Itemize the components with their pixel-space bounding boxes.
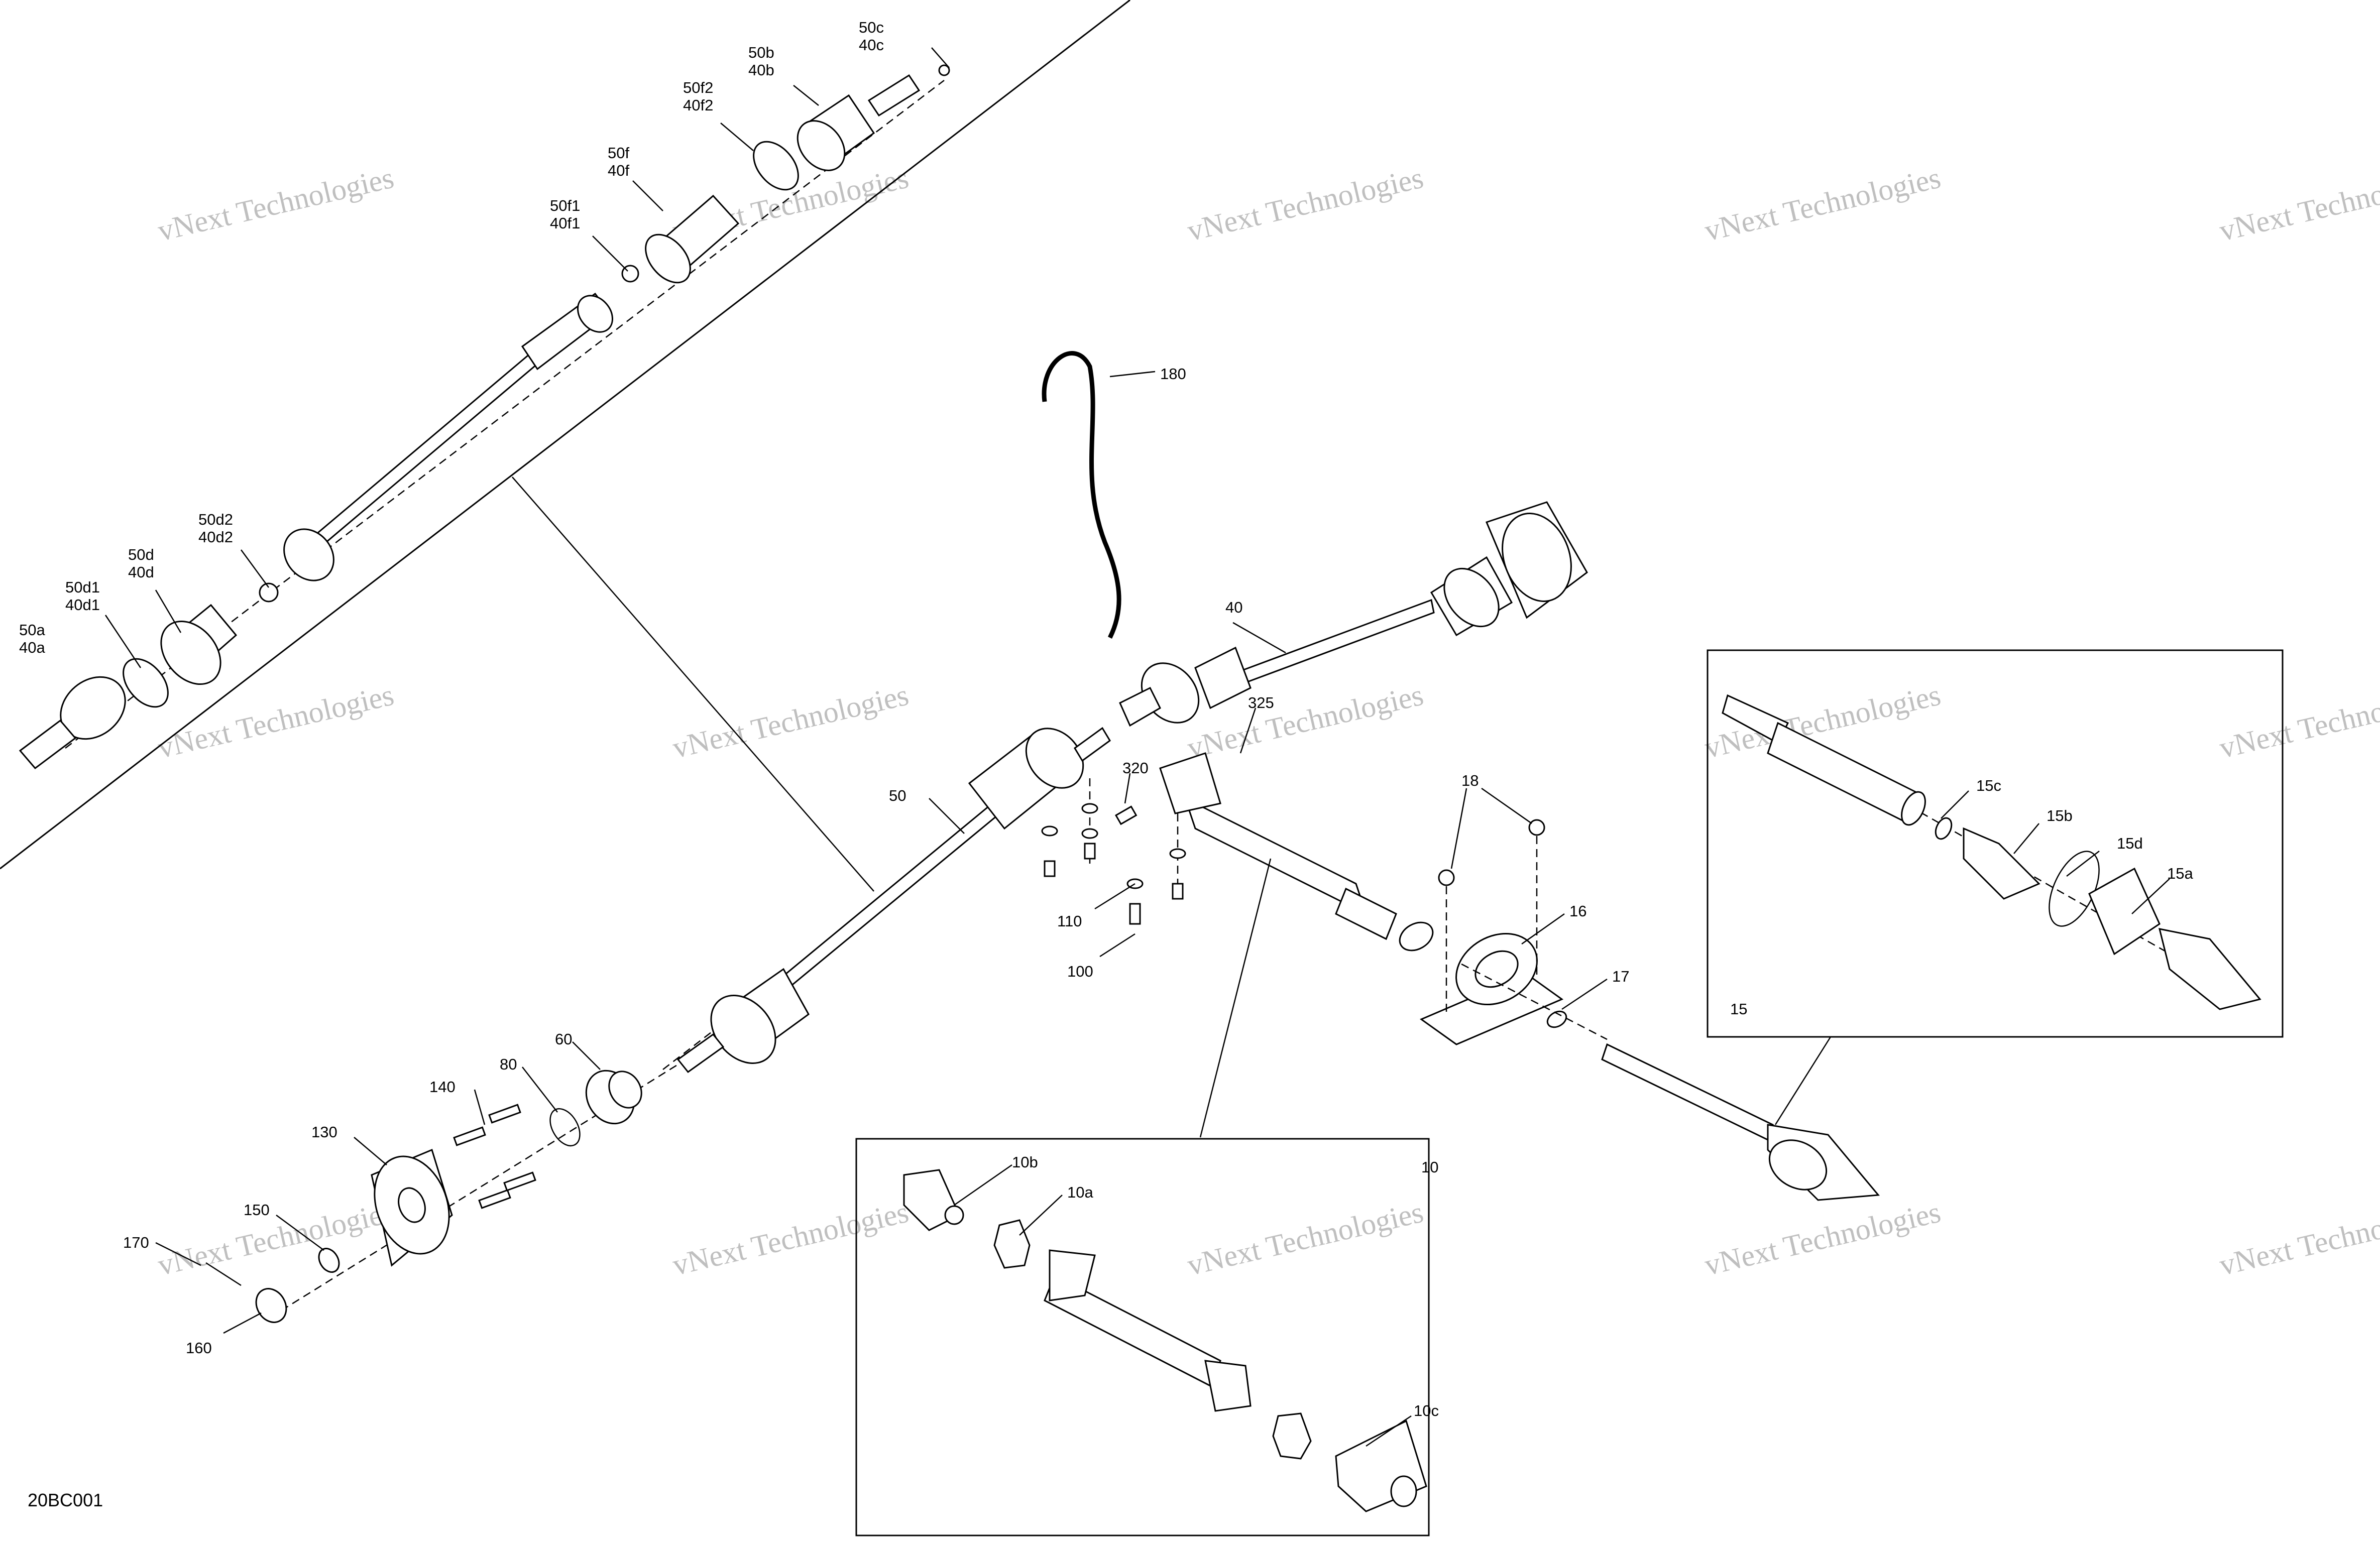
callout-50f1: 50f1 bbox=[550, 197, 580, 214]
callout-110: 110 bbox=[1057, 912, 1082, 930]
watermark: vNext Technologies bbox=[155, 1195, 397, 1281]
center-bearing-16 bbox=[1419, 819, 1567, 1045]
callout-50d2: 50d2 bbox=[198, 511, 233, 528]
watermark: vNext Technologies bbox=[669, 678, 912, 764]
callout-50c: 50c bbox=[859, 19, 884, 36]
callout-40d1: 40d1 bbox=[65, 596, 100, 614]
detail-box-10-pointer bbox=[1199, 858, 1272, 1138]
callout-40b: 40b bbox=[748, 61, 774, 79]
callout-15b: 15b bbox=[2047, 807, 2073, 824]
watermark: vNext Technologies bbox=[669, 1195, 912, 1281]
detail-box-15 bbox=[1707, 649, 2284, 1038]
callout-50d1: 50d1 bbox=[65, 578, 100, 596]
detail-15-parts bbox=[1722, 694, 2261, 1010]
exploded-drive-shaft bbox=[19, 64, 950, 770]
detail-box-15-pointer bbox=[1774, 1036, 1832, 1125]
callout-16: 16 bbox=[1569, 902, 1586, 920]
callout-100: 100 bbox=[1067, 963, 1093, 980]
rear-shaft-15 bbox=[1461, 963, 1880, 1201]
leader-lines bbox=[104, 47, 2170, 1447]
callout-40f2: 40f2 bbox=[683, 96, 713, 114]
watermark: vNext Technologies bbox=[2216, 1195, 2380, 1281]
callout-80: 80 bbox=[500, 1055, 517, 1073]
watermark: vNext Technologies bbox=[2216, 161, 2380, 247]
callout-10b: 10b bbox=[1012, 1153, 1038, 1171]
callout-40: 40 bbox=[1225, 599, 1242, 616]
callouts: 50c 40c 50b 40b 50f2 40f2 50f 40f 50f1 4… bbox=[19, 19, 2193, 1419]
callout-10c: 10c bbox=[1414, 1402, 1439, 1419]
diagram-code: 20BC001 bbox=[28, 1490, 103, 1510]
callout-50a: 50a bbox=[19, 621, 45, 639]
callout-15d: 15d bbox=[2117, 835, 2143, 852]
callout-160: 160 bbox=[186, 1339, 212, 1357]
callout-320: 320 bbox=[1122, 759, 1149, 777]
wheel-hub-assembly bbox=[205, 1063, 678, 1323]
drive-shaft-40 bbox=[1119, 501, 1588, 727]
callout-18: 18 bbox=[1461, 772, 1479, 789]
propeller-shaft-10 bbox=[1159, 752, 1434, 952]
callout-50f: 50f bbox=[608, 144, 629, 162]
callout-140: 140 bbox=[429, 1078, 456, 1096]
bolts-and-washers bbox=[1041, 778, 1186, 925]
callout-50b: 50b bbox=[748, 44, 774, 61]
watermark: vNext Technologies bbox=[1702, 1195, 1944, 1281]
detail-10-parts bbox=[903, 1169, 1427, 1512]
callout-130: 130 bbox=[311, 1123, 337, 1141]
callout-10: 10 bbox=[1421, 1158, 1438, 1176]
watermark: vNext Technologies bbox=[1702, 161, 1944, 247]
callout-15c: 15c bbox=[1976, 777, 2001, 794]
detail-boundary-line bbox=[0, 0, 1130, 870]
callout-50d: 50d bbox=[128, 546, 154, 563]
callout-50: 50 bbox=[889, 787, 906, 804]
callout-50f2: 50f2 bbox=[683, 79, 713, 96]
callout-15a: 15a bbox=[2167, 865, 2193, 882]
callout-180: 180 bbox=[1160, 365, 1186, 383]
watermarks: vNext Technologies vNext Technologies vN… bbox=[155, 161, 2380, 1281]
vent-hose-180 bbox=[1042, 351, 1121, 639]
callout-325: 325 bbox=[1248, 694, 1274, 711]
watermark: vNext Technologies bbox=[155, 161, 397, 247]
detail-box-10 bbox=[855, 1138, 1430, 1536]
callout-15: 15 bbox=[1730, 1000, 1747, 1018]
callout-40d2: 40d2 bbox=[198, 528, 233, 546]
callout-40d: 40d bbox=[128, 563, 154, 581]
callout-60: 60 bbox=[555, 1030, 572, 1048]
watermark: vNext Technologies bbox=[1184, 1195, 1426, 1281]
callout-17: 17 bbox=[1612, 968, 1629, 985]
detail-pointer-line bbox=[512, 477, 874, 892]
callout-150: 150 bbox=[244, 1201, 270, 1219]
callout-40c: 40c bbox=[859, 36, 884, 54]
callout-40a: 40a bbox=[19, 639, 45, 656]
main-drive-shaft-50 bbox=[662, 727, 1111, 1074]
callout-170: 170 bbox=[123, 1234, 149, 1251]
watermark: vNext Technologies bbox=[1184, 161, 1426, 247]
callout-40f: 40f bbox=[608, 162, 629, 179]
watermark: vNext Technologies bbox=[2216, 678, 2380, 764]
callout-10a: 10a bbox=[1067, 1183, 1093, 1201]
callout-40f1: 40f1 bbox=[550, 214, 580, 232]
